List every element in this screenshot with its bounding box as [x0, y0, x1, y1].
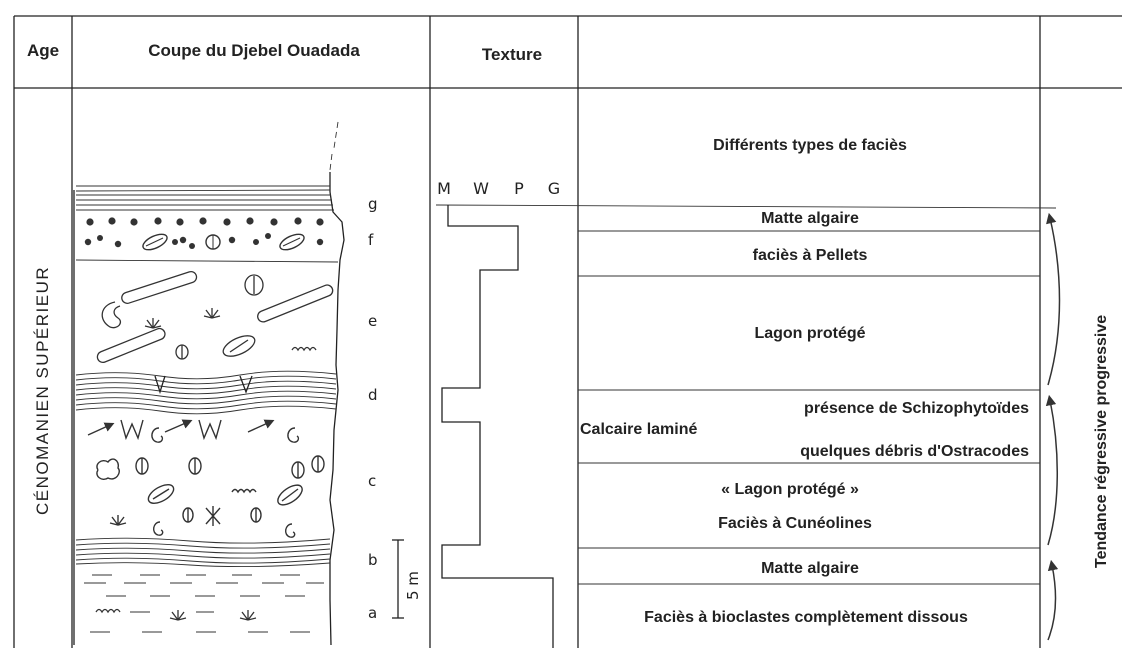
facies-title: Différents types de faciès — [713, 137, 907, 154]
header-texture: Texture — [482, 45, 542, 64]
texture-column: M W P G — [435, 179, 1057, 648]
layer-letter-e: e — [368, 312, 377, 330]
scale-label: 5 m — [404, 571, 422, 600]
layer-f-pellets — [84, 217, 324, 251]
table-frame — [13, 15, 1122, 648]
texture-scale-M: M — [437, 179, 451, 198]
header-section: Coupe du Djebel Ouadada — [148, 41, 360, 60]
facies-matte-top: Matte algaire — [761, 210, 859, 227]
header-age: Age — [27, 41, 59, 60]
facies-lagon-quoted: « Lagon protégé » — [721, 481, 859, 498]
facies-pellets: faciès à Pellets — [753, 247, 868, 264]
facies-lagon: Lagon protégé — [754, 325, 865, 342]
layer-d-laminations — [75, 370, 337, 415]
tendance-arrows — [1045, 212, 1061, 641]
layer-letter-d: d — [368, 386, 378, 404]
facies-schizo: présence de Schizophytoïdes — [804, 400, 1029, 417]
layer-letter-b: b — [368, 551, 378, 569]
section-column: 5 m g f e d c b a — [73, 121, 422, 646]
layer-letter-c: c — [368, 472, 376, 490]
texture-scale-P: P — [514, 179, 524, 198]
layer-a-marl — [84, 574, 324, 633]
layer-letter-f: f — [368, 231, 374, 249]
facies-matte-bottom: Matte algaire — [761, 560, 859, 577]
layer-c-fossils — [87, 419, 325, 538]
facies-ostracodes: quelques débris d'Ostracodes — [800, 443, 1029, 460]
facies-calcaire: Calcaire laminé — [580, 421, 698, 438]
layer-g-laminations — [75, 185, 334, 211]
layer-e-fossils — [96, 270, 334, 364]
layer-letter-g: g — [368, 195, 378, 213]
texture-scale-W: W — [473, 179, 489, 198]
facies-cuneolines: Faciès à Cunéolines — [718, 515, 872, 532]
texture-curve — [441, 205, 554, 648]
layer-b-laminations — [75, 537, 331, 568]
tendance-label: Tendance régressive progressive — [1093, 315, 1110, 568]
facies-column: Différents types de faciès Matte algaire… — [578, 137, 1040, 626]
layer-letter-a: a — [368, 604, 377, 622]
scale-bar — [392, 539, 404, 619]
age-label: CÉNOMANIEN SUPÉRIEUR — [33, 266, 52, 515]
texture-scale-G: G — [548, 179, 560, 198]
facies-bioclastes: Faciès à bioclastes complètement dissous — [644, 609, 968, 626]
